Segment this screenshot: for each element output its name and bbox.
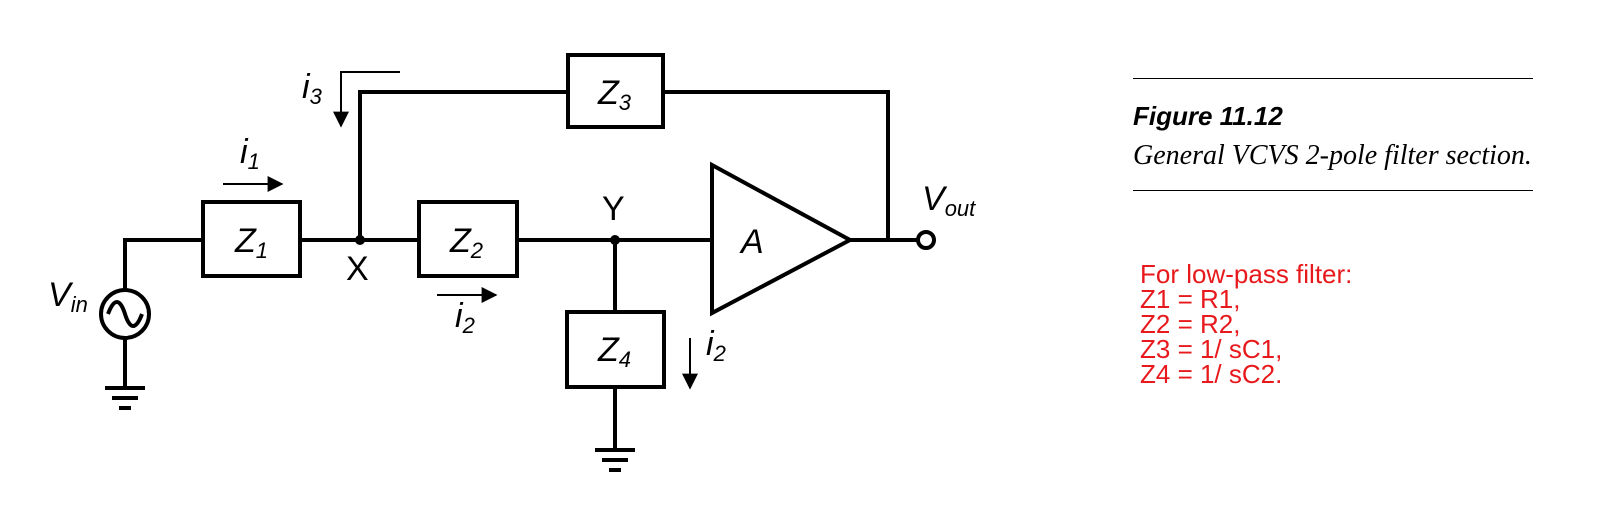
ac-source-icon [99, 288, 151, 340]
impedance-z1-box [201, 200, 302, 278]
note-line: Z3 = 1/ sC1, [1140, 334, 1283, 364]
figure-caption: Figure 11.12 General VCVS 2-pole filter … [1133, 78, 1533, 191]
z4-label: Z4 [597, 331, 631, 372]
figure-title: Figure 11.12 [1133, 101, 1283, 131]
caption-top-rule [1133, 78, 1533, 79]
node-y-junction [610, 235, 620, 245]
caption-bottom-rule [1133, 190, 1533, 191]
figure-caption-text: General VCVS 2-pole filter section. [1133, 140, 1532, 171]
impedance-z3-box [566, 53, 665, 129]
amplifier-triangle [710, 161, 855, 317]
current-arrow-i3 [333, 71, 400, 128]
output-terminal-icon [916, 230, 936, 250]
ground-icon [105, 386, 145, 410]
note-line: Z4 = 1/ sC2. [1140, 359, 1283, 389]
node-x-label: X [346, 250, 369, 288]
current-i2-down-label: i2 [706, 325, 726, 366]
output-voltage-label: Vout [922, 180, 976, 221]
note-line: Z2 = R2, [1140, 309, 1241, 339]
z2-label: Z2 [449, 222, 483, 263]
amplifier-label: A [739, 223, 764, 261]
node-x-junction [355, 235, 365, 245]
impedance-z2-box [417, 200, 519, 278]
z3-label: Z3 [597, 74, 632, 115]
note-line: Z1 = R1, [1140, 284, 1241, 314]
node-y-label: Y [602, 190, 625, 228]
z1-label: Z1 [234, 222, 268, 263]
current-i1-label: i1 [240, 133, 260, 174]
ground-icon [595, 448, 635, 472]
current-i3-label: i3 [302, 68, 323, 109]
vcvs-filter-schematic: Z1 Z2 Z3 Z4 A Vin Vout X Y i1 i2 i3 i2 [48, 53, 976, 472]
impedance-z4-box [565, 310, 666, 389]
input-voltage-label: Vin [48, 276, 88, 317]
current-i2-label: i2 [455, 297, 475, 338]
note-line: For low-pass filter: [1140, 259, 1353, 289]
lowpass-note: For low-pass filter: Z1 = R1, Z2 = R2, Z… [1140, 259, 1353, 389]
